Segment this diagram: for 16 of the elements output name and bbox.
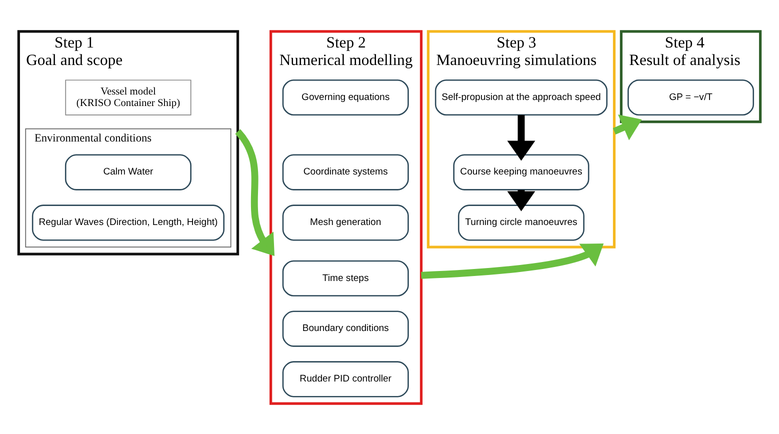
node-box: Calm Water [64, 154, 192, 190]
node-box: Self-propusion at the approach speed [434, 78, 608, 116]
node-box: Coordinate systems [282, 154, 409, 190]
node-box: Turning circle manoeuvres [458, 204, 584, 240]
node-box: GP = −v/T [628, 78, 754, 116]
node-box: Course keeping manoeuvres [453, 154, 590, 190]
node-box: Vessel model (KRISO Container Ship) [65, 79, 192, 115]
node-box: Boundary conditions [282, 310, 409, 346]
arrow [421, 243, 604, 278]
node-box: Governing equations [282, 78, 409, 116]
node-box: Regular Waves (Direction, Length, Height) [32, 204, 225, 240]
arrow [612, 114, 642, 140]
node-box: Rudder PID controller [282, 360, 409, 397]
node-box: Time steps [282, 260, 409, 296]
arrow [507, 114, 536, 160]
node-box: Mesh generation [282, 204, 409, 240]
